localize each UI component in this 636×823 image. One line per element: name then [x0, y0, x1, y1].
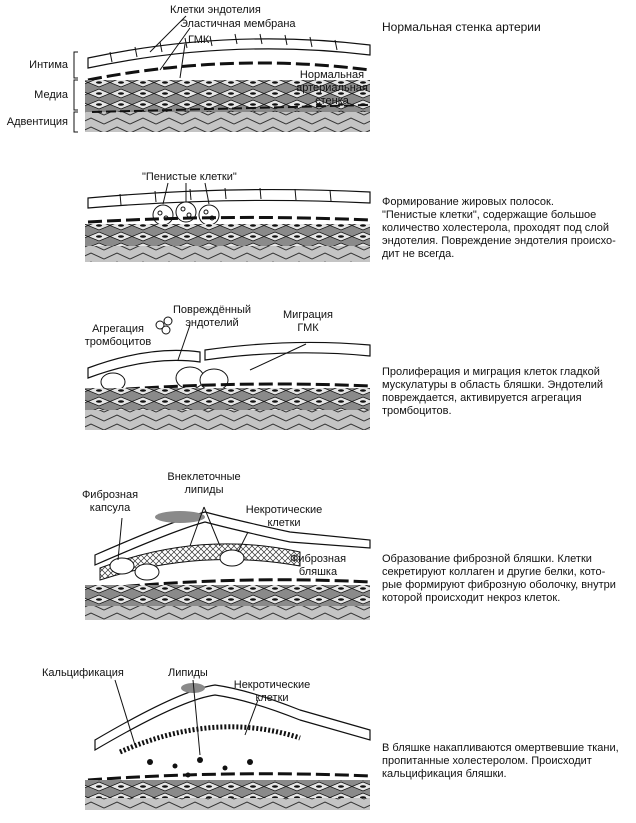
panel-title-normal-wall: Нормальная стенка артерии	[382, 20, 541, 34]
label-elastic-membrane: Эластичная мембрана	[180, 18, 296, 30]
label-endothelium-cells: Клетки эндотелия	[170, 4, 261, 16]
description-migration: Пролиферация и миграция клеток гладкой м…	[382, 366, 604, 417]
label-calcification: Кальцификация	[42, 667, 124, 679]
panel-calcification	[85, 679, 371, 810]
description-fibrous-plaque: Образование фиброзной бляшки. Клетки сек…	[382, 553, 616, 604]
foam-cell-cluster	[152, 201, 220, 226]
panel-fatty-streak	[85, 182, 371, 262]
platelet-cluster	[155, 316, 173, 335]
description-calcification: В бляшке накапливаются омертвевшие ткани…	[382, 742, 619, 780]
panel-fibrous-plaque	[85, 506, 371, 620]
label-media: Медиа	[34, 89, 69, 101]
label-intima: Интима	[29, 59, 69, 71]
panel-migration	[85, 316, 371, 430]
elastic-membrane	[87, 61, 371, 82]
description-fatty-streak: Формирование жировых полосок. "Пенистые …	[382, 196, 616, 260]
panel-normal-wall	[73, 15, 371, 133]
endothelium-layer	[87, 38, 371, 69]
lipid-core	[155, 511, 205, 523]
label-foam-cells: "Пенистые клетки"	[142, 171, 237, 183]
label-smc: ГМК	[188, 34, 210, 46]
label-lipids: Липиды	[168, 667, 208, 679]
label-adventitia: Адвентиция	[7, 116, 68, 128]
